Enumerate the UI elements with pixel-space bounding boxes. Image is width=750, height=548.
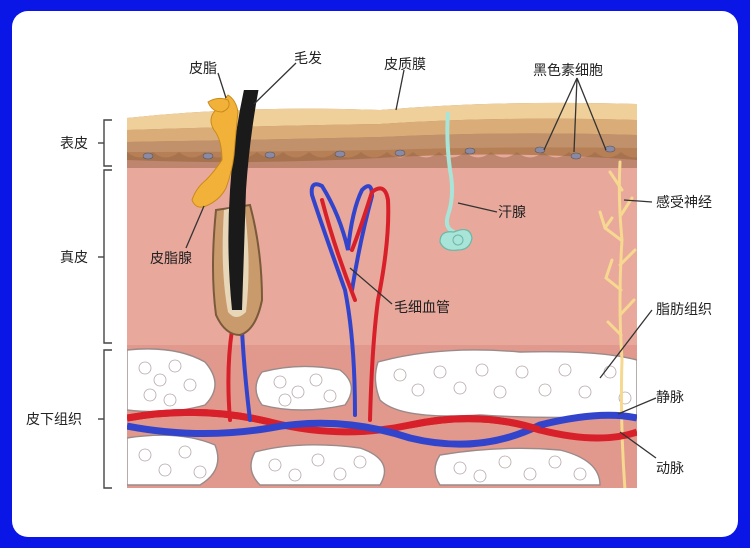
- skin-cross-section: [127, 90, 637, 488]
- vein: [127, 411, 637, 448]
- hair-shaft: [228, 90, 259, 310]
- label-dermis: 真皮: [60, 250, 88, 266]
- label-subcutaneous: 皮下组织: [26, 412, 82, 428]
- label-epidermis: 表皮: [60, 136, 88, 152]
- label-adipose: 脂肪组织: [656, 302, 712, 318]
- adipose-tissue: [127, 348, 637, 486]
- layer-brackets: [98, 119, 112, 489]
- label-sebaceous-gland: 皮脂腺: [150, 251, 192, 267]
- label-hair: 毛发: [294, 51, 322, 67]
- sebaceous-gland: [191, 94, 239, 208]
- label-cuticle: 皮质膜: [384, 57, 426, 73]
- label-artery: 动脉: [656, 461, 684, 477]
- leader-lines: [185, 62, 657, 459]
- label-sweat-gland: 汗腺: [498, 205, 526, 221]
- label-capillary: 毛细血管: [394, 300, 450, 316]
- label-sensory-nerve: 感受神经: [656, 194, 712, 211]
- sweat-gland: [444, 111, 455, 234]
- label-vein: 静脉: [656, 390, 684, 406]
- label-sebum: 皮脂: [189, 61, 217, 77]
- label-melanocyte: 黑色素细胞: [533, 62, 603, 79]
